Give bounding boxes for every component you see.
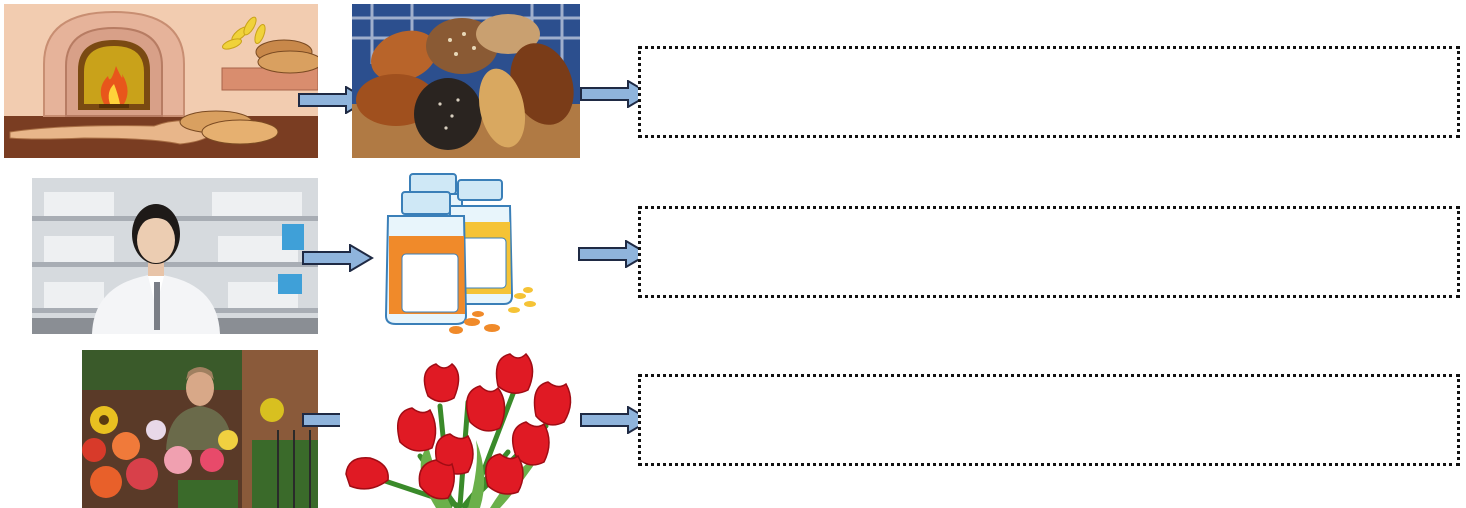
arrow-right-icon (302, 244, 374, 272)
medicine-bottles-illustration (380, 172, 550, 336)
bread-basket-photo (352, 4, 580, 158)
arrow-right-icon (578, 240, 650, 268)
answer-box-1[interactable] (638, 46, 1460, 138)
red-tulips-photo (340, 346, 580, 508)
florist-photo (82, 350, 318, 508)
answer-box-2[interactable] (638, 206, 1460, 298)
pharmacist-photo (32, 178, 318, 334)
answer-box-3[interactable] (638, 374, 1460, 466)
baker-oven-illustration (4, 4, 318, 158)
